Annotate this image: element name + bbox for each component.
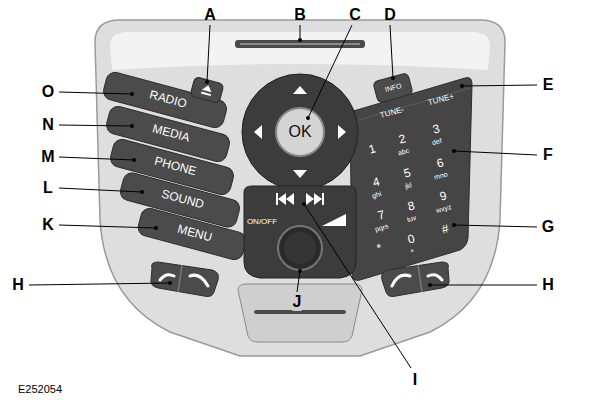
button-label: OK — [288, 123, 311, 141]
callout-letter: B — [292, 6, 308, 24]
housing — [95, 20, 505, 356]
callout-letter: F — [541, 146, 555, 164]
figure-code: E252054 — [16, 383, 64, 395]
volume-knob — [284, 232, 316, 264]
callout-letter: A — [202, 6, 218, 24]
seek-symbol — [276, 193, 324, 205]
callout-letter: N — [40, 116, 56, 134]
button-label: ON/OFF — [245, 218, 279, 227]
callout-letter: H — [10, 276, 26, 294]
ok-button — [276, 108, 324, 156]
keypad-divider — [352, 88, 470, 122]
arrow-symbol — [254, 86, 346, 178]
volume-knob — [278, 226, 322, 270]
callout-letter: I — [411, 371, 419, 389]
callout-letter: D — [382, 6, 398, 24]
ok-button: OK — [285, 121, 314, 143]
callout-letter: K — [40, 216, 56, 234]
callout-letter: L — [41, 179, 55, 197]
volume-symbol — [322, 214, 346, 226]
leader-dots — [130, 38, 464, 287]
callout-letter: E — [541, 76, 556, 94]
media-controls — [244, 186, 356, 278]
leader-lines — [29, 25, 537, 368]
source-buttons — [101, 70, 247, 261]
callout-letter: J — [291, 293, 304, 311]
callout-letter: M — [39, 148, 56, 166]
navigation-pad — [242, 74, 358, 190]
bottom-button — [238, 284, 362, 342]
callout-letter: C — [347, 6, 363, 24]
callout-letter: H — [540, 276, 556, 294]
disc-slot — [240, 43, 360, 45]
keypad — [350, 78, 472, 281]
callout-letter: G — [540, 218, 556, 236]
callout-letter: O — [40, 83, 56, 101]
button-label: INFO — [384, 82, 402, 94]
eject-button — [190, 76, 224, 103]
